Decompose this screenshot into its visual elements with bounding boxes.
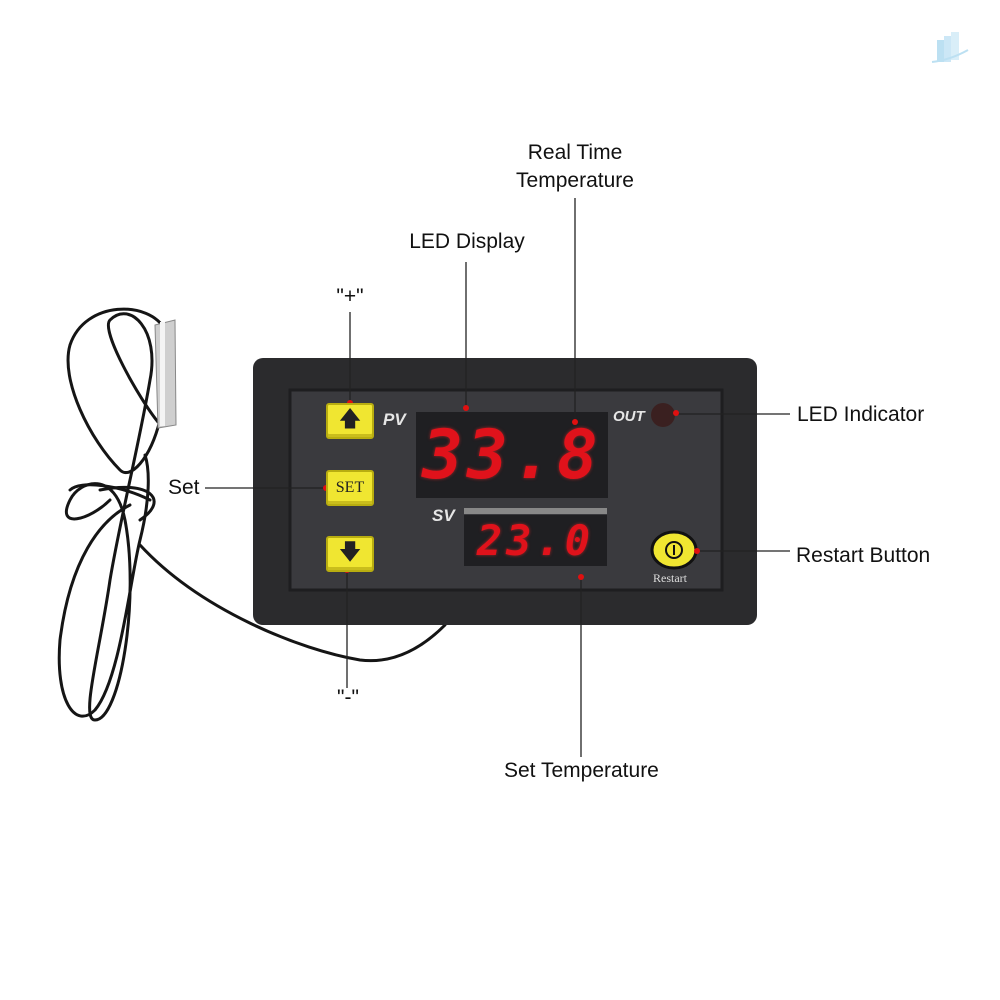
sv-value-display: 23.0: [476, 516, 595, 565]
label-led-display: LED Display: [409, 230, 525, 253]
arrow-down-icon: 🡇: [338, 539, 362, 564]
label-minus: "-": [337, 686, 359, 709]
label-set-temperature: Set Temperature: [504, 759, 659, 782]
label-plus: "+": [336, 285, 364, 308]
logo-watermark: [931, 32, 969, 63]
label-restart-button: Restart Button: [796, 544, 931, 567]
pv-value-display: 33.8: [422, 415, 602, 495]
temperature-probe: [154, 319, 177, 429]
restart-label: Restart: [653, 571, 687, 585]
label-real-time-1: Real Time: [527, 141, 623, 164]
up-button[interactable]: 🡅: [326, 403, 374, 439]
label-set: Set: [168, 476, 200, 499]
set-button-label: SET: [335, 479, 365, 496]
sv-display-window: [464, 515, 607, 566]
out-led: [651, 403, 675, 427]
sv-display-bar: [464, 508, 607, 514]
set-button[interactable]: SET: [326, 470, 374, 506]
arrow-up-icon: 🡅: [338, 406, 362, 431]
leader-lines: [205, 198, 790, 757]
label-real-time-2: Temperature: [516, 169, 634, 192]
down-button[interactable]: 🡇: [326, 536, 374, 572]
pv-label: PV: [383, 410, 406, 429]
out-label: OUT: [613, 408, 645, 425]
probe-cable: [57, 307, 447, 722]
power-icon: [665, 541, 683, 559]
pv-display-window: [416, 412, 608, 498]
sv-label: SV: [432, 506, 455, 525]
label-led-indicator: LED Indicator: [797, 403, 925, 426]
